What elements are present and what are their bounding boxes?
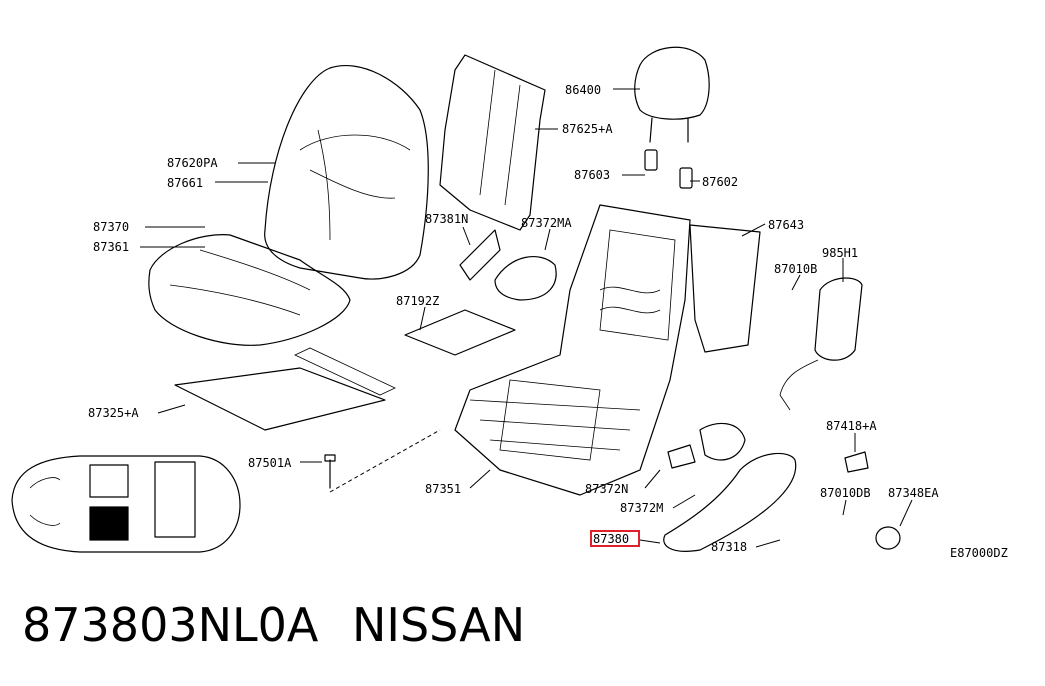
alignment-dashed-line <box>329 429 441 493</box>
headrest <box>634 46 710 143</box>
label-87603: 87603 <box>574 168 610 182</box>
seat-frame <box>454 204 691 496</box>
label-985h1: 985H1 <box>822 246 858 260</box>
label-87620pa: 87620PA <box>167 156 218 170</box>
label-highlighted-part: 87380 <box>593 532 629 546</box>
label-87501a: 87501A <box>248 456 292 470</box>
side-cover-inner <box>459 229 557 301</box>
pad-plate <box>404 309 516 356</box>
label-87602: 87602 <box>702 175 738 189</box>
bolt <box>324 454 336 489</box>
car-locator-icon <box>11 455 241 553</box>
label-87351: 87351 <box>425 482 461 496</box>
label-86400: 86400 <box>565 83 601 97</box>
label-87010b: 87010B <box>774 262 817 276</box>
lever-cover <box>667 422 746 469</box>
side-airbag-module <box>779 277 863 411</box>
part-number-caption: 873803NL0A <box>22 598 319 652</box>
knob-cover <box>844 451 869 473</box>
label-87372n: 87372N <box>585 482 628 496</box>
highlight-box <box>590 530 640 547</box>
label-87348ea: 87348EA <box>888 486 939 500</box>
label-87372m: 87372M <box>620 501 663 515</box>
headrest-guide-right <box>679 167 693 189</box>
label-87192z: 87192Z <box>396 294 439 308</box>
label-87318: 87318 <box>711 540 747 554</box>
label-87010db: 87010DB <box>820 486 871 500</box>
leader-lines <box>140 88 913 548</box>
seat-cushion-cover <box>148 234 351 346</box>
diagram-code: E87000DZ <box>950 546 1008 560</box>
cap <box>875 526 901 550</box>
label-87625-a: 87625+A <box>562 122 613 136</box>
label-87372ma: 87372MA <box>521 216 572 230</box>
seat-back-pad <box>439 54 546 231</box>
label-87643: 87643 <box>768 218 804 232</box>
label-87361: 87361 <box>93 240 129 254</box>
seat-back-cover <box>264 64 429 280</box>
recliner-cover <box>663 452 797 552</box>
label-87418-a: 87418+A <box>826 419 877 433</box>
headrest-guide-left <box>644 149 658 171</box>
label-87325-a: 87325+A <box>88 406 139 420</box>
label-87661: 87661 <box>167 176 203 190</box>
brand-caption: NISSAN <box>352 598 526 652</box>
seat-exploded-diagram: 86400 87625+A 87620PA 87661 87603 87602 … <box>11 46 1008 560</box>
seat-cushion-pad <box>174 347 396 431</box>
label-87370: 87370 <box>93 220 129 234</box>
label-87381n: 87381N <box>425 212 468 226</box>
seat-back-board <box>689 224 761 353</box>
